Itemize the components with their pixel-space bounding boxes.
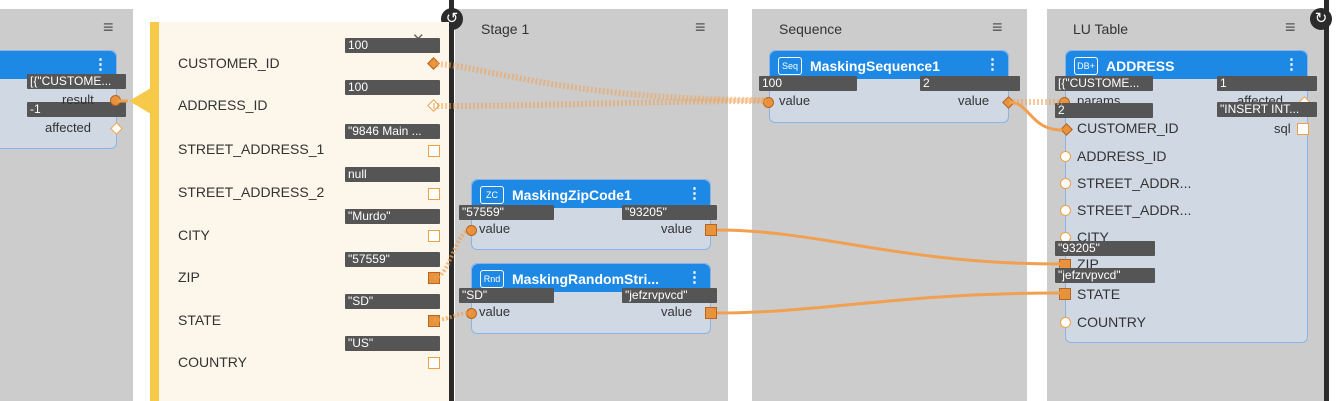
lu-affected-tip: 1 [1217,76,1317,91]
node-title: ADDRESS [1106,58,1175,74]
rnd-in-port[interactable] [466,308,477,319]
zip-out-port[interactable] [705,224,717,236]
rnd-in-tip: "SD" [459,288,554,303]
input-table-edge [150,22,159,401]
zip-port[interactable] [428,272,440,284]
random-badge-icon: Rnd [480,270,504,288]
seq-in-label: value [779,93,811,108]
stage-title: Sequence [779,21,843,37]
lu-sql-label: sql [1274,121,1291,136]
input-field-label: STREET_ADDRESS_2 [178,184,325,200]
left-result-port[interactable] [110,95,121,106]
lu-field-label: ADDRESS_ID [1077,148,1167,164]
left-node[interactable]: ⋮ [0,50,117,149]
node-header: Seq MaskingSequence1 ⋮ [770,51,1008,79]
stage-title: LU Table [1073,21,1129,37]
lu-field-label: CUSTOMER_ID [1077,120,1179,136]
input-field-label: ZIP [178,269,200,285]
input-field-label: STATE [178,312,222,328]
country-port[interactable] [428,357,440,369]
left-node-result-tip: [{"CUSTOME... [27,74,126,89]
input-arrow-icon [129,88,151,114]
left-result-label: result [62,92,94,107]
lu-state-tip: "jefzrvpvcd" [1055,268,1155,283]
kebab-menu-icon[interactable]: ⋮ [687,185,702,202]
input-value-tip: "SD" [345,294,440,309]
input-value-tip: "57559" [345,252,440,267]
node-title: MaskingRandomStri... [512,271,660,287]
input-value-tip: 100 [345,38,440,53]
node-header: ZC MaskingZipCode1 ⋮ [472,180,710,208]
zip-in-label: value [479,221,511,236]
seq-in-port[interactable] [763,97,774,108]
zip-out-label: value [661,221,693,236]
city-port[interactable] [428,230,440,242]
lu-sql-port[interactable] [1297,123,1309,135]
zip-out-tip: "93205" [622,205,717,220]
stage-title: Stage 1 [481,21,530,37]
rnd-in-label: value [479,304,511,319]
stage-divider[interactable] [449,0,454,401]
kebab-menu-icon[interactable]: ⋮ [985,56,1000,73]
kebab-menu-icon[interactable]: ⋮ [93,56,108,73]
seq-out-tip: 2 [920,76,1020,91]
lu-field-label: STREET_ADDR... [1077,175,1192,191]
input-value-tip: null [345,167,440,182]
lu-field-label: COUNTRY [1077,314,1146,330]
stage-menu-icon[interactable]: ≡ [1285,17,1296,37]
node-title: MaskingZipCode1 [512,187,632,203]
lu-state-port[interactable] [1059,288,1071,300]
seq-in-tip: 100 [759,76,857,91]
stage-menu-icon[interactable]: ≡ [992,17,1003,37]
input-field-label: COUNTRY [178,354,247,370]
input-field-label: CUSTOMER_ID [178,55,280,71]
zip-in-tip: "57559" [459,205,554,220]
input-field-label: CITY [178,227,210,243]
node-header: DB+ ADDRESS ⋮ [1066,51,1307,79]
state-port[interactable] [428,315,440,327]
lu-address-port[interactable] [1060,151,1071,162]
zip-badge-icon: ZC [480,186,504,204]
input-value-tip: "US" [345,336,440,351]
left-node-affected-tip: -1 [27,102,126,117]
lu-params-tip: [{"CUSTOME... [1055,76,1153,91]
input-value-tip: "Murdo" [345,209,440,224]
input-field-label: STREET_ADDRESS_1 [178,141,325,157]
lu-sql-tip: "INSERT INT... [1217,102,1317,117]
left-affected-label: affected [45,120,92,135]
sequence-badge-icon: Seq [778,57,802,75]
lu-zip-tip: "93205" [1055,241,1155,256]
input-field-label: ADDRESS_ID [178,97,268,113]
street2-port[interactable] [428,188,440,200]
lu-customer-tip: 2 [1055,103,1153,118]
rnd-out-tip: "jefzrvpvcd" [622,288,717,303]
stage-divider[interactable] [1324,0,1329,401]
kebab-menu-icon[interactable]: ⋮ [687,269,702,286]
lu-address-node[interactable]: DB+ ADDRESS ⋮ [1065,50,1308,343]
lu-field-label: STREET_ADDR... [1077,202,1192,218]
stage-menu-icon[interactable]: ≡ [695,17,706,37]
street1-port[interactable] [428,145,440,157]
seq-out-label: value [958,93,990,108]
lu-street1-port[interactable] [1060,178,1071,189]
rnd-out-port[interactable] [705,307,717,319]
lu-street2-port[interactable] [1060,205,1071,216]
collapse-icon[interactable]: ↻ [1310,8,1332,30]
zip-in-port[interactable] [466,225,477,236]
node-header: Rnd MaskingRandomStri... ⋮ [472,264,710,292]
kebab-menu-icon[interactable]: ⋮ [1284,56,1299,73]
input-value-tip: "9846 Main ... [345,124,440,139]
lu-country-port[interactable] [1060,317,1071,328]
input-value-tip: 100 [345,80,440,95]
db-badge-icon: DB+ [1074,57,1098,75]
rnd-out-label: value [661,304,693,319]
node-title: MaskingSequence1 [810,58,940,74]
lu-field-label: STATE [1077,286,1121,302]
stage-menu-icon[interactable]: ≡ [103,17,114,37]
